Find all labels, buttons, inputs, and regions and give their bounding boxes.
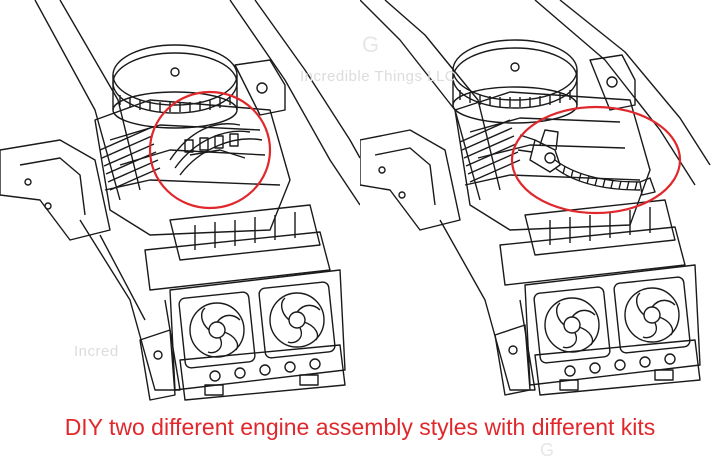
- engine-illustration-right: [360, 0, 720, 408]
- engine-drawing-right: [360, 0, 711, 396]
- engine-illustration-left: [0, 0, 360, 408]
- watermark-text-lower: Incred: [74, 343, 119, 360]
- highlight-circle-left: [148, 90, 272, 210]
- engine-drawing-left: [0, 0, 360, 401]
- caption: DIY two different engine assembly styles…: [64, 414, 656, 440]
- watermark-text: Incredible Things LLC: [300, 68, 457, 85]
- highlight-circle-right: [510, 105, 682, 215]
- watermark-logo: G: [362, 32, 380, 57]
- watermark-logo-lower: G: [540, 440, 555, 460]
